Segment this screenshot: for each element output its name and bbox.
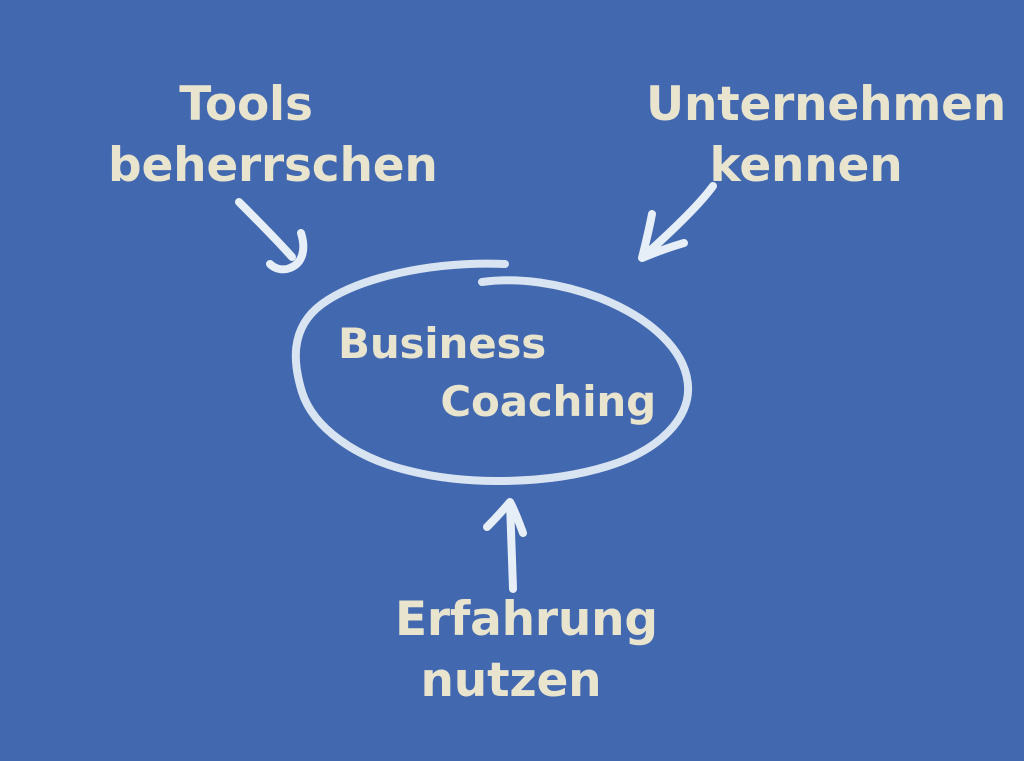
label-business-coaching: Business Coaching [330,315,660,431]
label-unternehmen-line-1: Unternehmen [646,77,1007,132]
label-erfahrung-line-1: Erfahrung [395,592,658,647]
arrow-from-erfahrung-icon [483,498,527,593]
label-tools-beherrschen: Tools beherrschen [108,74,438,196]
hand-drawn-ellipse [291,259,693,485]
label-tools-line-2: beherrschen [108,138,438,194]
label-erfahrung-nutzen: Erfahrung nutzen [395,589,658,711]
label-erfahrung-line-2: nutzen [420,653,602,709]
label-center-line-1: Business [338,319,547,368]
label-unternehmen-kennen: Unternehmen kennen [646,74,1006,196]
label-tools-line-1: Tools [179,77,313,132]
arrow-from-tools-icon [235,198,308,274]
arrow-from-unternehmen-icon [638,182,717,262]
label-center-line-2: Coaching [440,376,656,426]
label-unternehmen-line-2: kennen [709,138,903,194]
